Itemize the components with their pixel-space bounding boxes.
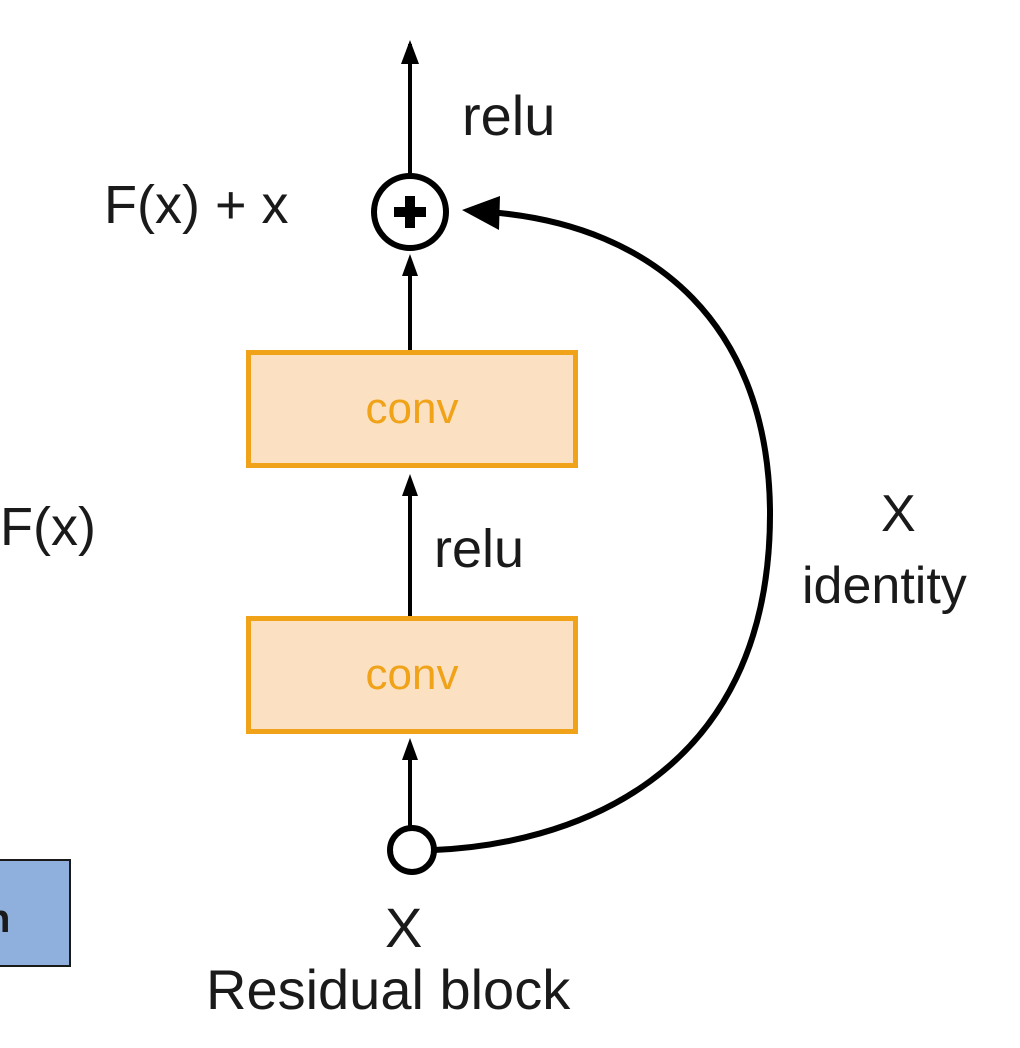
- fx-label: F(x): [0, 497, 96, 557]
- conv-block-top: conv: [246, 350, 578, 468]
- partial-box-text: n: [0, 897, 10, 942]
- top-relu-label: relu: [462, 84, 556, 147]
- output-arrowhead: [401, 40, 419, 64]
- conv-to-sum-arrowhead: [402, 254, 418, 276]
- input-x-label: X: [385, 896, 423, 959]
- mid-relu-label: relu: [434, 519, 525, 579]
- plus-circle-icon: [371, 173, 449, 251]
- open-circle-icon: [387, 825, 437, 875]
- caption: Residual block: [206, 958, 571, 1021]
- input-to-conv-arrowhead: [402, 738, 418, 760]
- partial-blue-box: n: [0, 859, 71, 967]
- sum-label: F(x) + x: [104, 175, 289, 235]
- identity-arrowhead: [462, 196, 500, 230]
- identity-skip-connection: [433, 209, 774, 853]
- conv-to-conv-arrowhead: [402, 474, 418, 496]
- skip-x-label: X: [881, 485, 916, 543]
- identity-label: identity: [802, 557, 967, 615]
- conv-block-bottom: conv: [246, 616, 578, 734]
- conv-label: conv: [365, 650, 459, 699]
- conv-label: conv: [365, 384, 459, 433]
